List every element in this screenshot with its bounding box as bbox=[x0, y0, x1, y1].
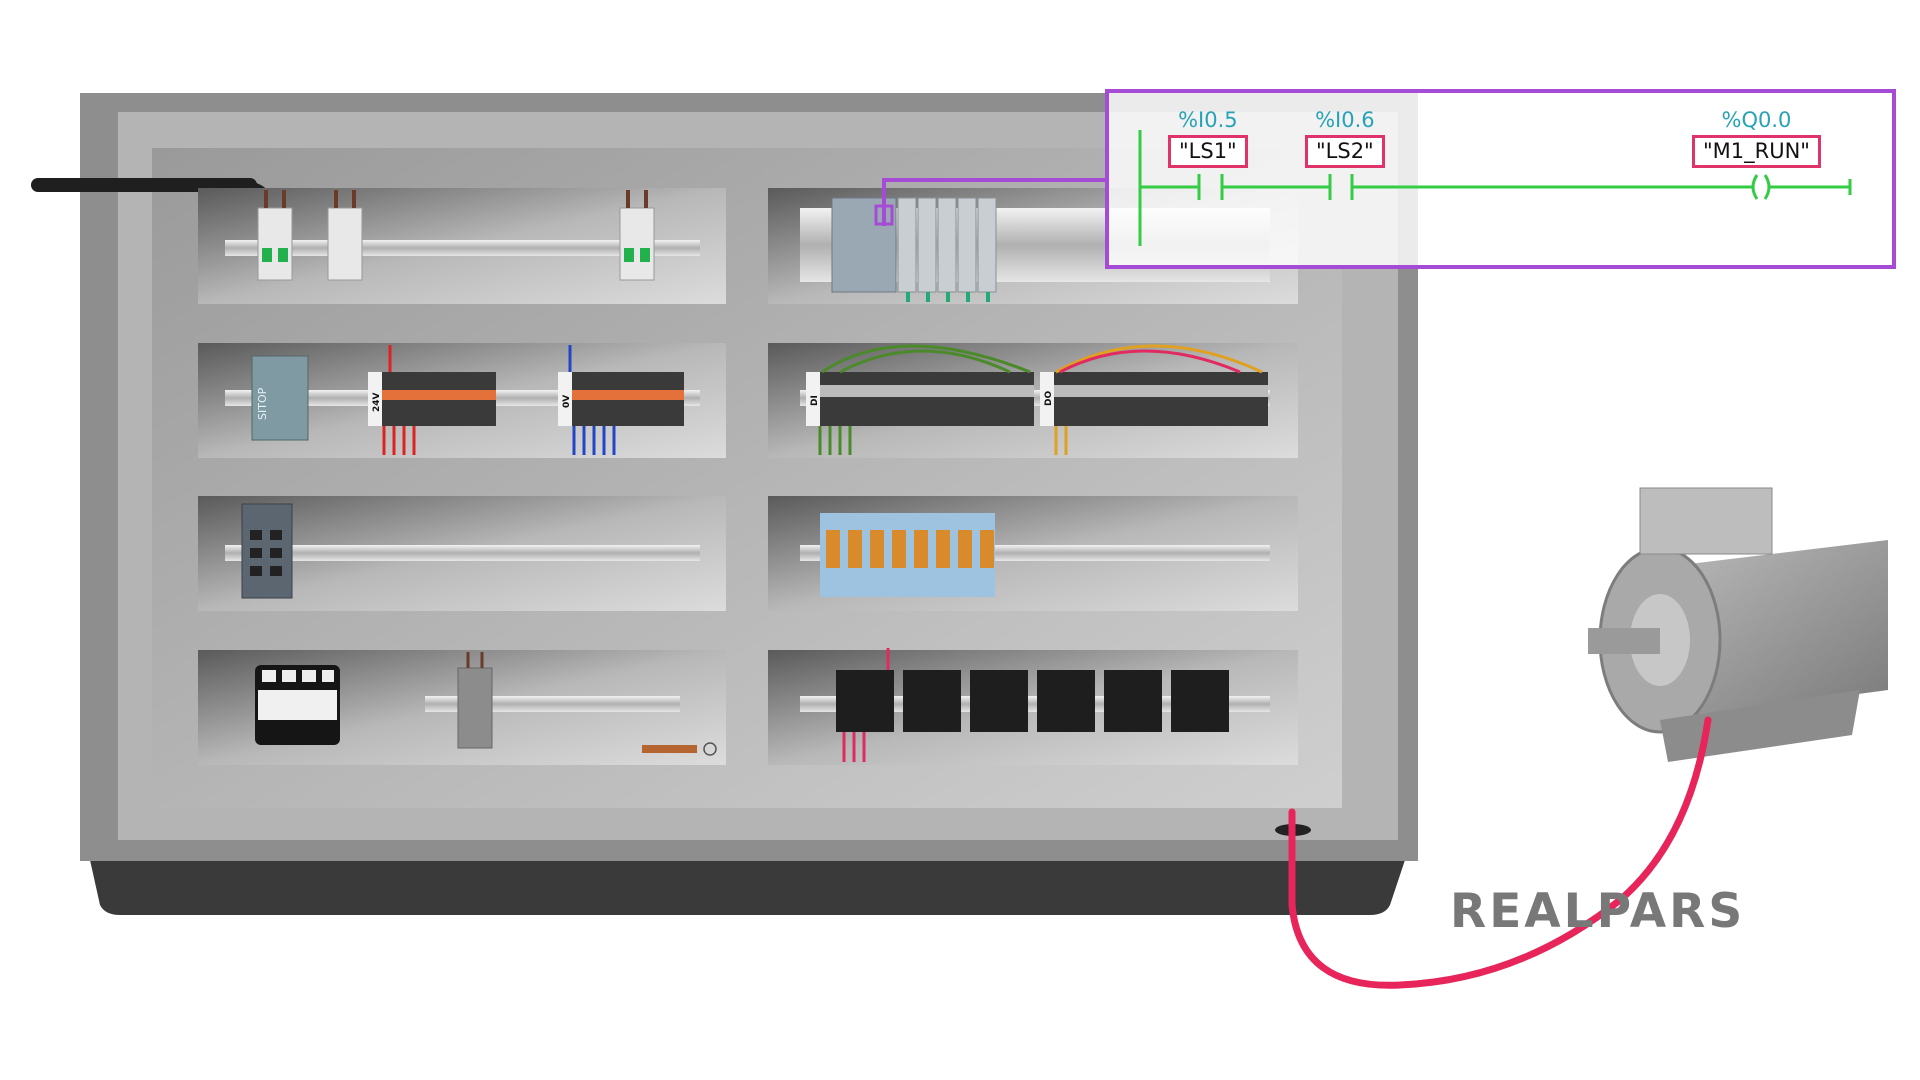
plc-input-highlight bbox=[874, 204, 894, 226]
enclosure-base bbox=[90, 860, 1405, 915]
motor-cable bbox=[1288, 716, 1712, 989]
contact-ls1-label: "LS1" bbox=[1168, 135, 1248, 168]
realpars-logo: REALPARS bbox=[1450, 884, 1746, 939]
svg-text:0V: 0V bbox=[562, 395, 572, 408]
ground-bar bbox=[642, 745, 697, 753]
svg-text:24V: 24V bbox=[372, 392, 382, 412]
plc-rack bbox=[831, 197, 997, 302]
contact-ls1-address: %I0.5 bbox=[1178, 108, 1238, 132]
plc-highlight-connector bbox=[882, 178, 1108, 226]
electric-motor bbox=[1588, 487, 1888, 762]
contact-ls1-tag: %I0.5 "LS1" bbox=[1168, 108, 1248, 168]
contactor-bank bbox=[836, 648, 1229, 762]
network-switch bbox=[241, 503, 293, 599]
power-supply: SITOP bbox=[251, 355, 309, 441]
ground-icon bbox=[703, 742, 717, 756]
relay-bank bbox=[820, 513, 995, 597]
coil-m1-run-tag: %Q0.0 "M1_RUN" bbox=[1692, 108, 1821, 168]
terminal-block-do: DO bbox=[1040, 344, 1268, 455]
terminal-block-0v: 0V bbox=[558, 345, 684, 455]
coil-label: "M1_RUN" bbox=[1692, 135, 1821, 168]
svg-text:DO: DO bbox=[1044, 391, 1054, 406]
ladder-rung bbox=[1105, 89, 1896, 269]
contact-ls2-tag: %I0.6 "LS2" bbox=[1305, 108, 1385, 168]
contact-ls2-address: %I0.6 bbox=[1315, 108, 1375, 132]
circuit-breakers bbox=[257, 190, 655, 281]
coil-right bbox=[1763, 174, 1771, 200]
svg-text:DI: DI bbox=[810, 395, 820, 406]
fuse-holder bbox=[457, 652, 493, 749]
terminal-block-24v: 24V bbox=[368, 345, 496, 455]
transformer bbox=[255, 665, 340, 745]
terminal-block-di: DI bbox=[806, 344, 1034, 455]
coil-address: %Q0.0 bbox=[1721, 108, 1792, 132]
coil-left bbox=[1751, 174, 1759, 200]
ladder-frame bbox=[1105, 89, 1896, 269]
contact-ls2-label: "LS2" bbox=[1305, 135, 1385, 168]
psu-label: SITOP bbox=[256, 387, 269, 420]
